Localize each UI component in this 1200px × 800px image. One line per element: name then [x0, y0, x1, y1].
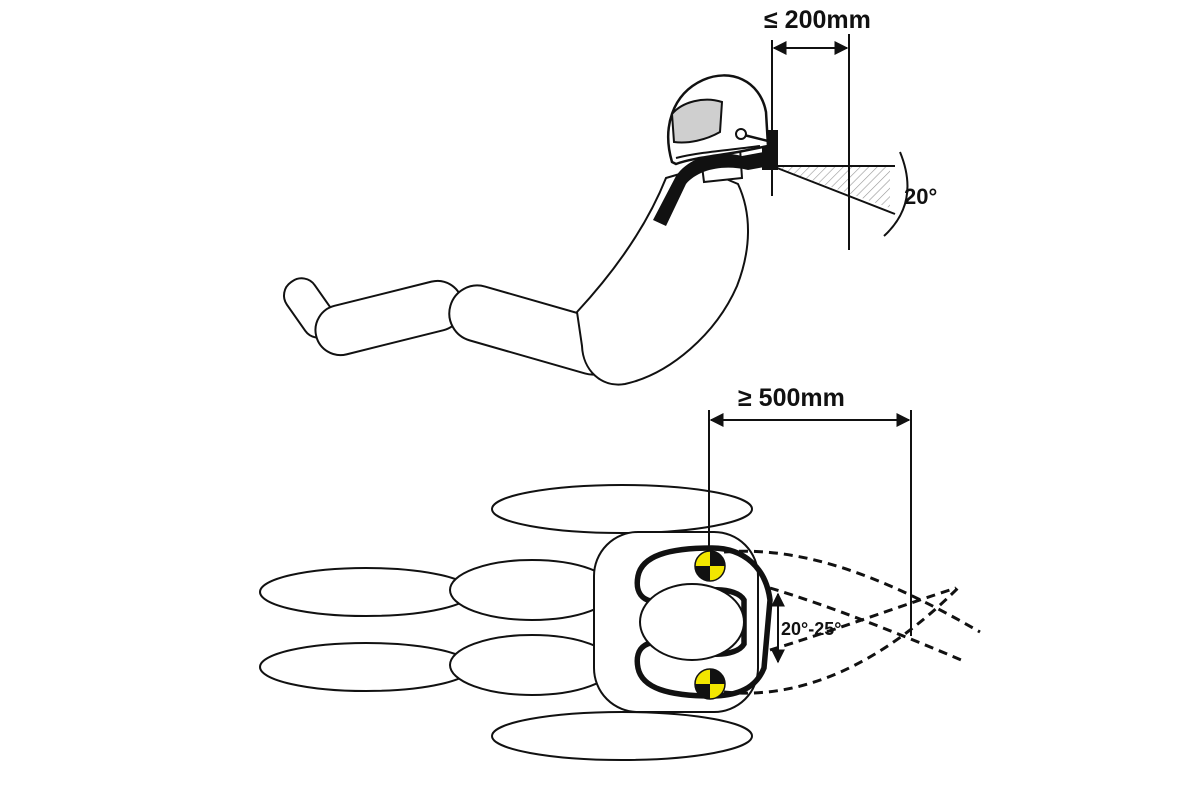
leg-left-upper: [449, 559, 615, 621]
arm-upper: [491, 484, 753, 534]
dim-top-label: ≤ 200mm: [764, 6, 871, 34]
helmet-visor: [670, 98, 724, 144]
crash-marker-upper: [694, 550, 726, 582]
tether-path-4: [769, 586, 957, 652]
leg-right-upper: [449, 634, 615, 696]
angle-top-label: 20°: [904, 184, 937, 209]
belt-line: [771, 165, 896, 215]
tether-path-1: [723, 549, 981, 634]
side-view: ≤ 200mm 20°: [283, 6, 937, 386]
angle-arc-top: [883, 151, 909, 237]
tether-path-3: [769, 586, 967, 664]
angle-bottom-label: 20°-25°: [781, 619, 841, 639]
hans-device: [653, 152, 770, 226]
head: [639, 583, 745, 661]
dim-bottom-label: ≥ 500mm: [738, 384, 845, 412]
lower-leg: [314, 279, 464, 357]
tether-anchor: [735, 128, 747, 140]
tether-path-2: [723, 584, 962, 695]
top-view: 20°-25° ≥ 500mm: [259, 384, 981, 761]
helmet-rim: [675, 145, 761, 159]
crash-marker-lower: [694, 668, 726, 700]
leg-left-lower: [259, 567, 473, 617]
leg-right-lower: [259, 642, 473, 692]
arm-lower: [491, 711, 753, 761]
torso: [575, 166, 749, 386]
